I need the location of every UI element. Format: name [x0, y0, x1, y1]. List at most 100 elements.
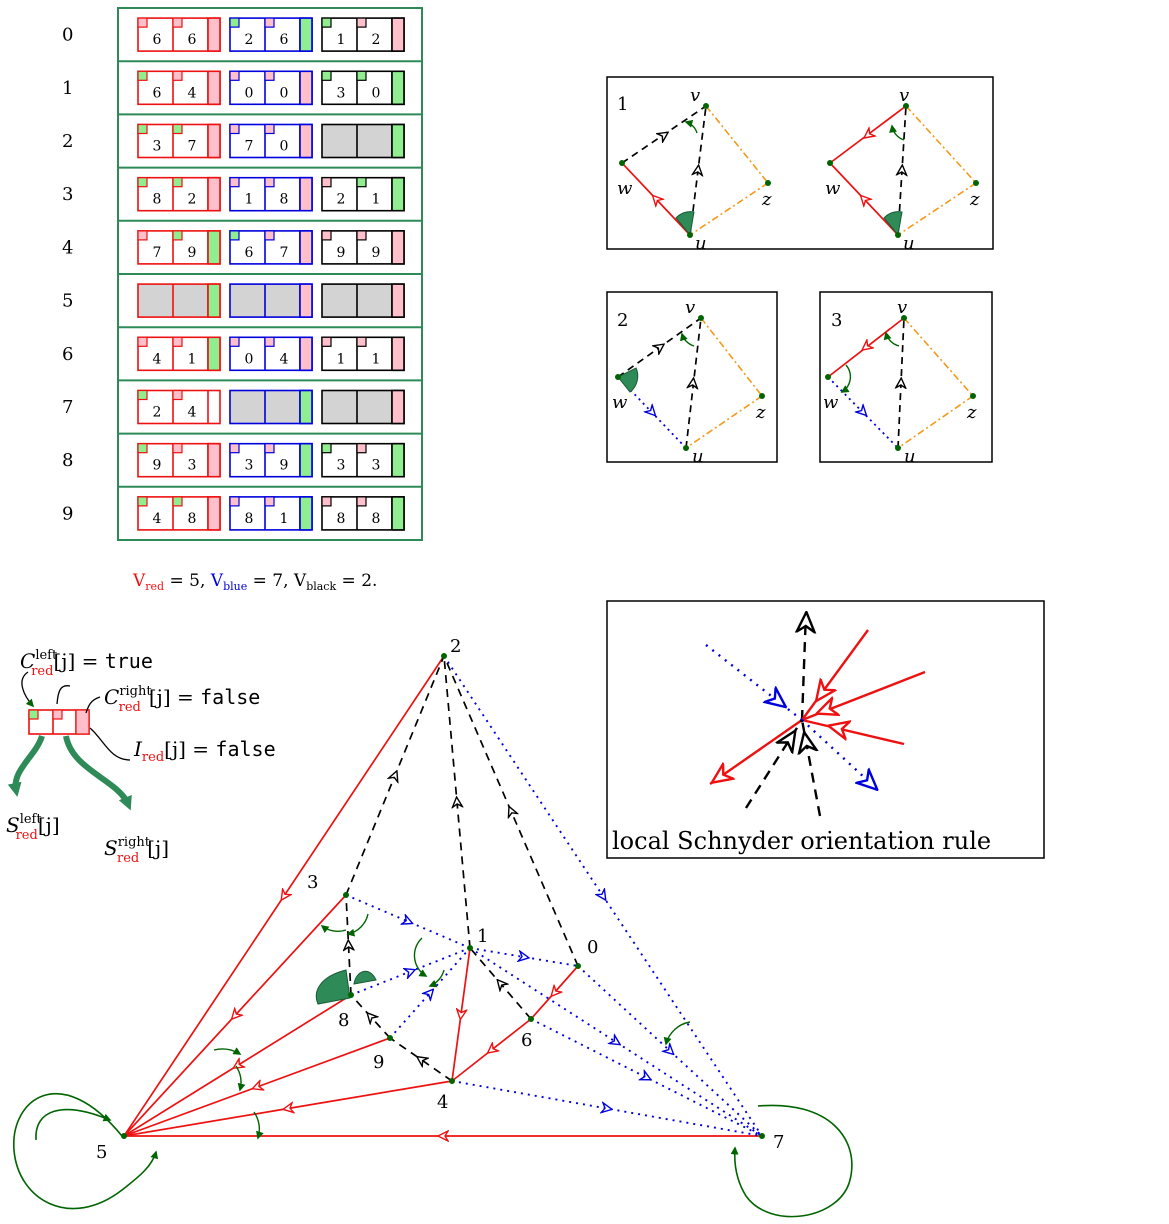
- cell-right-value: 2: [188, 192, 197, 208]
- cell-indicator: [299, 70, 313, 106]
- cell-left-value: 8: [245, 511, 254, 527]
- cell-right-flag: [264, 230, 275, 241]
- red-edge-n1-n4: [451, 947, 471, 1082]
- blue-edge-n1-n0: [469, 947, 579, 967]
- cell-right-value: 8: [188, 511, 197, 527]
- vertex-label-1: 1: [477, 926, 488, 947]
- cell-left-value: 2: [337, 192, 346, 208]
- label-z-4: z: [966, 402, 977, 423]
- edge-vz: [705, 105, 769, 184]
- cell-left-value: 3: [337, 85, 346, 101]
- row-label: 2: [62, 131, 73, 152]
- red-edge-n4-n5: [123, 1080, 453, 1137]
- legend-right-flag: [52, 709, 63, 720]
- label-u: u: [695, 233, 707, 254]
- red-edge-n8-n5: [123, 994, 352, 1137]
- angle-arc-5-c: [253, 1111, 264, 1140]
- cell-right-value: 8: [280, 192, 289, 208]
- row-label: 0: [62, 25, 73, 46]
- cell-left-flag: [137, 230, 148, 241]
- angle-w-wedge: [617, 367, 639, 393]
- cell-indicator: [299, 442, 313, 478]
- cell-left-value: 6: [153, 32, 162, 48]
- cell-left-value: 4: [153, 511, 162, 527]
- blue-edge-n8-n1: [350, 947, 471, 996]
- vertex-n2: [441, 653, 447, 659]
- table-cell-blue: [229, 283, 313, 318]
- case-1-frame: [606, 76, 994, 250]
- table-cell-blue: [229, 389, 313, 425]
- row-label: 4: [62, 237, 73, 258]
- label-z: z: [761, 189, 772, 210]
- cell-right-flag: [172, 177, 183, 188]
- edge-zu: [689, 182, 769, 236]
- label-w-3: w: [612, 392, 628, 413]
- legend-pointer-right-tick: [85, 696, 101, 714]
- vertex-n8: [348, 992, 354, 998]
- cell-indicator: [207, 176, 221, 212]
- case-3-number: 3: [831, 310, 842, 331]
- red-edge-n3-n5: [123, 894, 347, 1137]
- label-w-4: w: [823, 392, 839, 413]
- angle-wedge-8-left: [315, 969, 351, 1005]
- row-label: 5: [62, 291, 73, 312]
- main-graph: 2 3 1 0 8 6 9 4 5 7: [13, 636, 853, 1218]
- cell-left-flag: [229, 123, 240, 135]
- cell-right-flag: [172, 70, 183, 81]
- vertex-u-3: [683, 445, 689, 451]
- angle-v-arc-2: [889, 124, 905, 141]
- blue-edge-n1-n7: [469, 947, 763, 1137]
- vertex-w-3: [615, 374, 621, 380]
- table-cell-black: [321, 123, 405, 159]
- label-v-4: v: [897, 297, 907, 318]
- cell-left-value: 8: [153, 192, 162, 208]
- angle-v-arc-4: [883, 331, 900, 347]
- label-w-2: w: [825, 178, 841, 199]
- cell-indicator: [391, 70, 405, 106]
- cell-left-flag: [229, 70, 240, 81]
- cell-right-value: 2: [372, 32, 381, 48]
- cell-right-flag: [264, 177, 275, 188]
- cell-right-value: 1: [280, 511, 289, 527]
- cell-left-value: 6: [153, 85, 162, 101]
- vertex-n6: [528, 1016, 534, 1022]
- cell-left-flag: [137, 123, 148, 135]
- vertex-w: [619, 160, 625, 166]
- cell-right-value: 1: [372, 351, 381, 367]
- vertex-label-6: 6: [521, 1030, 532, 1051]
- cell-box: [137, 283, 221, 318]
- blue-edge-n4-n7: [451, 1080, 763, 1137]
- label-z-3: z: [755, 402, 766, 423]
- row-label: 1: [62, 78, 73, 99]
- row-label: 6: [62, 344, 73, 365]
- blue-edge-n9-n1: [389, 947, 471, 1039]
- cell-indicator: [299, 230, 313, 265]
- vertex-label-9: 9: [373, 1052, 384, 1073]
- schnyder-caption: local Schnyder orientation rule: [612, 827, 991, 855]
- angle-arc-5-b: [235, 1065, 246, 1092]
- vertex-z: [765, 180, 771, 186]
- cell-right-flag: [264, 443, 275, 454]
- angle-u-wedge: [675, 211, 695, 237]
- cell-indicator: [299, 283, 313, 318]
- row-label: 9: [62, 503, 73, 524]
- red-edge-n0-n6: [530, 965, 579, 1020]
- legend-left-flag: [28, 709, 39, 720]
- legend-pointer-i: [89, 727, 131, 761]
- table-cell-black: [321, 389, 405, 425]
